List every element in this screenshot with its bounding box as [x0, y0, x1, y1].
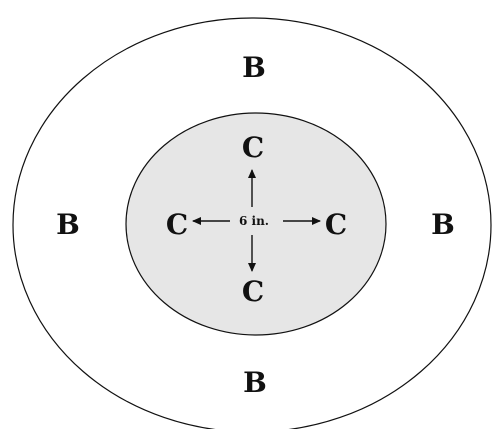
inner-label-right: C	[325, 208, 347, 241]
inner-zone-ellipse	[125, 112, 387, 336]
outer-label-right: B	[431, 208, 455, 241]
outer-label-bottom: B	[243, 366, 267, 399]
center-measure-label: 6 in.	[239, 214, 269, 228]
inner-label-left: C	[166, 208, 188, 241]
outer-label-top: B	[242, 51, 266, 84]
outer-label-left: B	[56, 208, 80, 241]
inner-label-top: C	[242, 131, 264, 164]
inner-label-bottom: C	[242, 275, 264, 308]
